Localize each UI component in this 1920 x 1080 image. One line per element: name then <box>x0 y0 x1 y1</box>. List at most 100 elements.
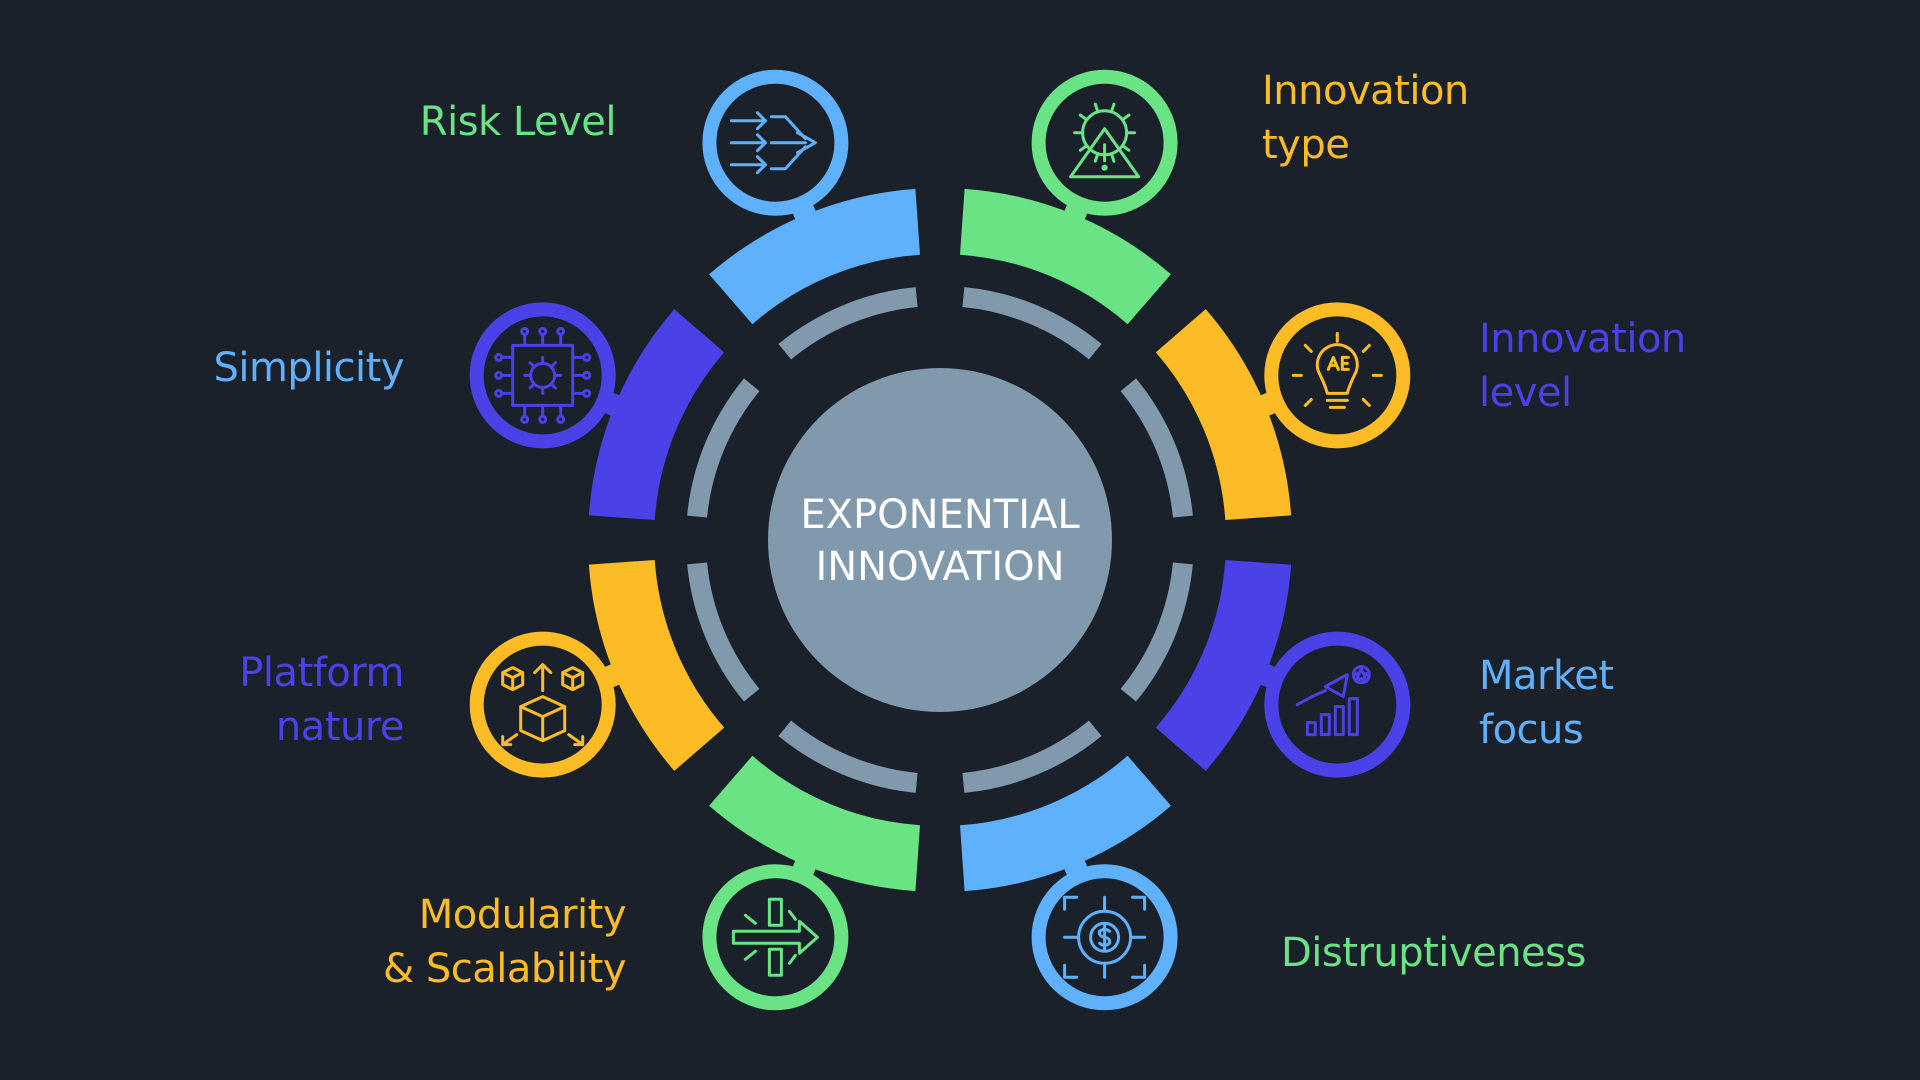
icon-stroke <box>1347 697 1359 737</box>
label-innovation-level: Innovation level <box>1479 316 1686 416</box>
center-title-line2: INNOVATION <box>815 544 1064 590</box>
badge-ring <box>1031 69 1178 216</box>
icon-stroke <box>519 705 567 743</box>
label-innovation-type: Innovation type <box>1262 68 1469 168</box>
label-platform-nature: Platform nature <box>239 650 404 750</box>
icon-stroke <box>528 361 536 369</box>
badge-ring <box>469 631 616 778</box>
icon-stroke <box>549 361 557 369</box>
icon-stroke <box>1303 343 1313 353</box>
icon-stroke <box>787 909 797 921</box>
dashed-ring-segment <box>778 287 918 360</box>
ring-segment-platform-nature <box>588 309 725 520</box>
icon-stroke <box>1295 689 1327 707</box>
icon-stroke <box>501 733 519 747</box>
icon-stroke <box>755 111 767 175</box>
icon-stroke <box>494 388 504 398</box>
icon-stroke <box>1063 895 1147 979</box>
icon-stroke <box>731 919 819 955</box>
badge-simplicity <box>702 69 849 232</box>
ring-segment-modularity-scalability <box>588 560 725 771</box>
badge-market-focus <box>1031 848 1178 1011</box>
icon-stroke <box>561 666 585 692</box>
icon-stroke <box>1315 343 1359 395</box>
outer-ring <box>588 188 1292 892</box>
badge-platform-nature <box>469 302 632 449</box>
icon-stroke <box>582 388 592 398</box>
icon-stroke <box>767 897 783 927</box>
merge-arrows-icon <box>729 111 817 175</box>
icon-stroke <box>1305 721 1317 737</box>
center-circle <box>768 368 1112 712</box>
icon-stroke <box>1069 127 1141 179</box>
icon-stroke <box>520 414 530 424</box>
badge-innovation-level <box>1248 631 1411 778</box>
icon-stroke <box>1361 343 1371 353</box>
badge-ring <box>1264 302 1411 449</box>
ring-segment-innovation-level <box>1155 560 1292 771</box>
icon-stroke <box>1078 144 1089 152</box>
idea-bulb-icon <box>1291 331 1383 409</box>
center-title-line1: EXPONENTIAL <box>800 492 1080 538</box>
icon-stroke <box>1303 397 1313 407</box>
icon-stroke <box>743 949 757 961</box>
label-risk-level: Risk Level <box>419 99 617 145</box>
badge-distruptiveness <box>702 848 849 1011</box>
icon-stroke <box>767 947 783 977</box>
icon-stroke <box>567 733 585 747</box>
icon-stroke <box>1078 113 1089 122</box>
icon-stroke <box>787 953 797 965</box>
icon-stroke <box>1089 921 1121 953</box>
icon-stroke <box>538 414 548 424</box>
icon-stroke <box>1120 113 1131 122</box>
badge-innovation-type <box>1248 302 1411 449</box>
dashed-ring-segment <box>778 720 918 793</box>
ring-segment-distruptiveness <box>709 755 920 892</box>
icon-stroke <box>533 663 553 693</box>
icon-stroke <box>556 326 566 336</box>
icon-stroke <box>1361 397 1371 407</box>
ring-segment-risk-level <box>960 188 1171 325</box>
icon-stroke <box>582 352 592 362</box>
icon-stroke <box>556 414 566 424</box>
rocket-growth-icon <box>1295 665 1371 737</box>
icon-stroke <box>582 370 592 380</box>
dashed-ring-segment <box>687 378 760 518</box>
badge-ring <box>1264 631 1411 778</box>
label-market-focus: Market focus <box>1479 653 1614 753</box>
icon-stroke <box>769 115 807 171</box>
ring-segment-simplicity <box>709 188 920 325</box>
dashed-ring <box>687 287 1193 793</box>
dashed-ring-segment <box>1120 378 1193 518</box>
dashed-ring-segment <box>1120 562 1193 702</box>
ring-segment-market-focus <box>960 755 1171 892</box>
icon-stroke <box>1093 152 1100 163</box>
label-simplicity: Simplicity <box>213 345 404 391</box>
dollar-target-icon <box>1063 895 1147 979</box>
dashed-ring-segment <box>962 720 1102 793</box>
badge-ring <box>469 302 616 449</box>
icon-stroke <box>795 131 817 155</box>
icon-stroke <box>743 913 757 925</box>
dashed-ring-segment <box>687 562 760 702</box>
gear-warning-icon <box>1069 102 1141 179</box>
icon-stroke <box>549 382 557 390</box>
badge-ring <box>702 864 849 1011</box>
icon-stroke <box>501 666 525 692</box>
icon-stroke <box>1109 102 1116 114</box>
dashed-ring-segment <box>962 287 1102 360</box>
circuit-chip-icon <box>494 326 592 424</box>
arrow-breakthrough-icon <box>731 897 819 977</box>
ring-segment-innovation-type <box>1155 309 1292 520</box>
icon-stroke <box>1120 144 1131 152</box>
icon-stroke <box>1340 355 1350 371</box>
icon-stroke <box>1333 705 1345 737</box>
icon-stroke <box>520 326 530 336</box>
icon-stroke <box>1323 673 1349 699</box>
icon-stroke <box>1319 713 1331 737</box>
cube-modules-icon <box>501 663 585 747</box>
label-modularity-scalability: Modularity & Scalability <box>382 892 627 992</box>
icon-stroke <box>1101 164 1108 171</box>
